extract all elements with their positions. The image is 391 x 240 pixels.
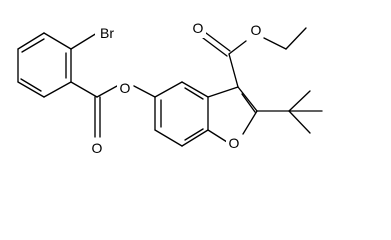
furan-oxygen: O [226, 133, 241, 153]
carbonyl-oxygen-ethyl-ester: O [191, 18, 206, 38]
chemical-structure-diagram: Br O O O [17, 18, 323, 158]
c-br-bond [70, 32, 98, 50]
svg-text:O: O [251, 22, 262, 38]
svg-text:O: O [193, 20, 204, 36]
c3-ester-carbon-bond [228, 53, 239, 88]
ethyl-ch3-bond [285, 27, 307, 50]
benzofuran-benzene-ring [154, 81, 209, 147]
svg-text:O: O [92, 140, 103, 156]
carbonyl-ester-o-bond [96, 85, 118, 98]
svg-text:O: O [120, 80, 131, 96]
ester-carbonyl-double-bond-b [205, 32, 231, 52]
ester-link-oxygen: O [117, 78, 132, 98]
tbutyl-methyl-top [288, 90, 311, 112]
furan-ring [207, 86, 258, 143]
tbutyl-methyl-bottom [288, 110, 311, 134]
ring-carbonyl-bond [70, 81, 98, 98]
ethoxy-oxygen: O [248, 20, 263, 40]
bromophenyl-ring [17, 32, 72, 98]
ester-carbon-ethoxy-o-bond [228, 40, 247, 55]
svg-text:Br: Br [100, 25, 114, 41]
bromine-atom: Br [95, 22, 119, 42]
carbonyl-oxygen-benzoyl: O [90, 138, 105, 158]
ester-carbonyl-double-bond-a [202, 37, 228, 57]
ethoxy-ch2-bond [263, 37, 287, 50]
ester-o-aryl-bond [133, 85, 156, 98]
svg-text:O: O [229, 135, 240, 151]
